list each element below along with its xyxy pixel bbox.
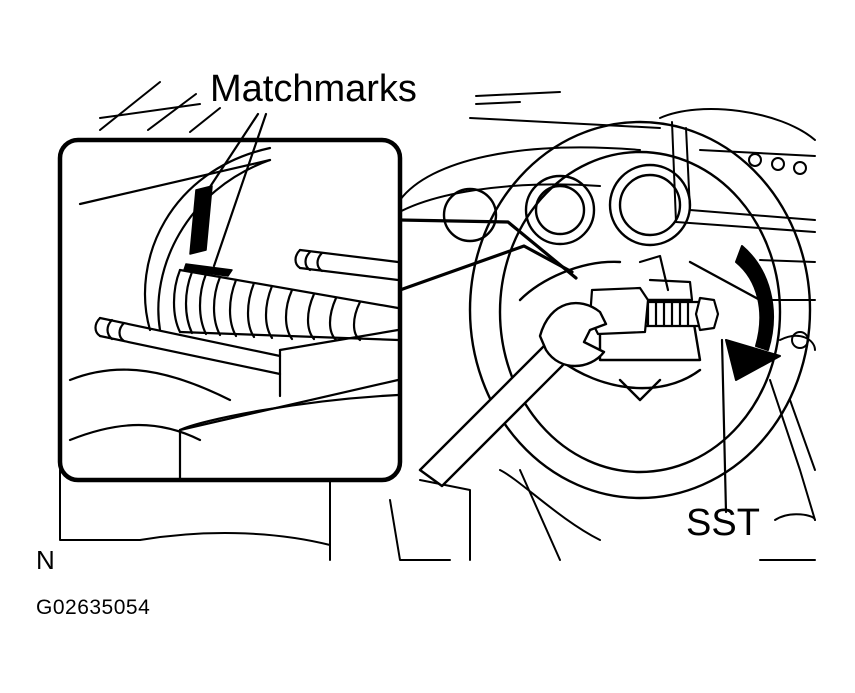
- matchmarks-leaders: [202, 112, 268, 268]
- figure-code-label: G02635054: [36, 596, 151, 619]
- callout-connectors: [398, 218, 578, 292]
- view-letter-label: N: [36, 545, 55, 575]
- wrench: [418, 301, 608, 488]
- rotation-arrow: [725, 245, 781, 381]
- steering-wheel: [442, 120, 812, 500]
- matchmark-shaft: [183, 263, 233, 277]
- sst-label: SST: [686, 502, 760, 544]
- matchmark-hub: [189, 185, 213, 255]
- matchmarks-label: Matchmarks: [210, 68, 417, 110]
- magnified-inset: [57, 137, 403, 483]
